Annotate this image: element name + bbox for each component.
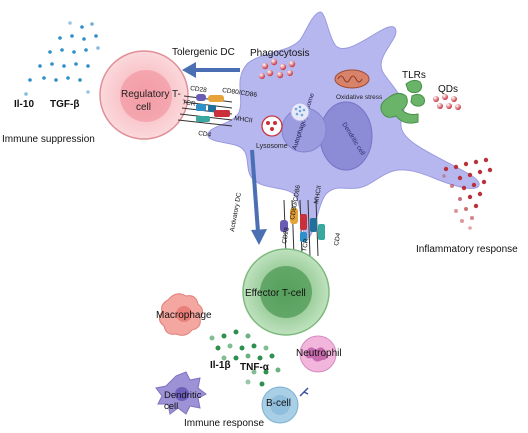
bottom-cd4-label: CD4 — [333, 232, 342, 246]
vesicle-dots — [294, 105, 306, 117]
oxidative-stress-label: Oxidative stress — [336, 94, 383, 101]
qds-particles — [433, 94, 461, 110]
dendritic-cell-label-2: cell — [164, 401, 178, 412]
bottom-cd28-label: CD28 — [281, 226, 291, 244]
tlrs-label: TLRs — [402, 70, 426, 81]
activatory-arrow — [250, 149, 260, 233]
regulatory-tcell-label-1: Regulatory T- — [121, 89, 181, 100]
activatory-arrowhead — [251, 229, 267, 245]
il1b-label: Il-1β — [210, 360, 231, 371]
neutrophil-label: Neutrophil — [296, 348, 342, 359]
bcell-nucleus — [270, 395, 290, 415]
bottom-mhcii-label: MHCII — [313, 185, 323, 205]
effector-tcell-label: Effector T-cell — [245, 288, 306, 299]
small-dendritic-nucleus — [175, 387, 189, 401]
effector-tcell-nucleus — [260, 266, 312, 318]
left-mhcii-label: MHCII — [234, 115, 253, 125]
inflammatory-response-label: Inflammatory response — [416, 244, 518, 255]
left-cd80-label: CD80/CD86 — [222, 87, 258, 99]
macrophage-nucleus — [176, 306, 192, 322]
tolerogenic-arrowhead — [182, 62, 196, 78]
left-receptor-blocks — [196, 94, 230, 122]
regulatory-tcell-nucleus — [120, 70, 172, 122]
il10-label: Il-10 — [14, 99, 34, 110]
immune-response-dots — [209, 329, 281, 387]
immune-suppression-dots — [24, 21, 100, 96]
left-cd4-label: CD4 — [198, 130, 212, 139]
tgfb-label: TGF-β — [50, 99, 79, 110]
mitochondrion-cristae — [337, 75, 363, 83]
tnfa-label: TNF-α — [240, 362, 270, 373]
phagocytosis-particles — [259, 58, 296, 79]
immune-response-label: Immune response — [184, 418, 264, 429]
activatory-dc-label: Activatory DC — [229, 192, 243, 233]
lysosome-dots — [266, 121, 277, 131]
inflammatory-cascade — [442, 157, 493, 230]
dc-nucleus — [319, 101, 373, 171]
lysosome — [261, 115, 283, 137]
tlr-receptors — [380, 79, 425, 124]
left-receptor-lines — [177, 95, 233, 127]
regulatory-tcell-label-2: cell — [136, 102, 151, 113]
bottom-tcr-label: TCR — [301, 238, 310, 253]
antibody-icon — [299, 387, 309, 397]
lysosome-label: Lysosome — [256, 143, 288, 150]
left-cd28-label: CD28 — [190, 85, 208, 94]
phagocytosis-label: Phagocytosis — [250, 48, 309, 59]
tolerogenic-dc-label: Tolergenic DC — [172, 47, 235, 58]
qds-label: QDs — [438, 84, 458, 95]
bottom-receptor-blocks — [280, 208, 325, 242]
bcell-label: B-cell — [266, 398, 291, 409]
immune-suppression-label: Immune suppression — [2, 134, 95, 145]
mitochondrion — [334, 69, 370, 89]
left-tcr-label: TCR — [182, 99, 197, 108]
neutrophil-nucleus — [305, 347, 328, 362]
dendritic-cell-label-1: Dendritic — [164, 390, 202, 401]
macrophage-label: Macrophage — [156, 310, 212, 321]
